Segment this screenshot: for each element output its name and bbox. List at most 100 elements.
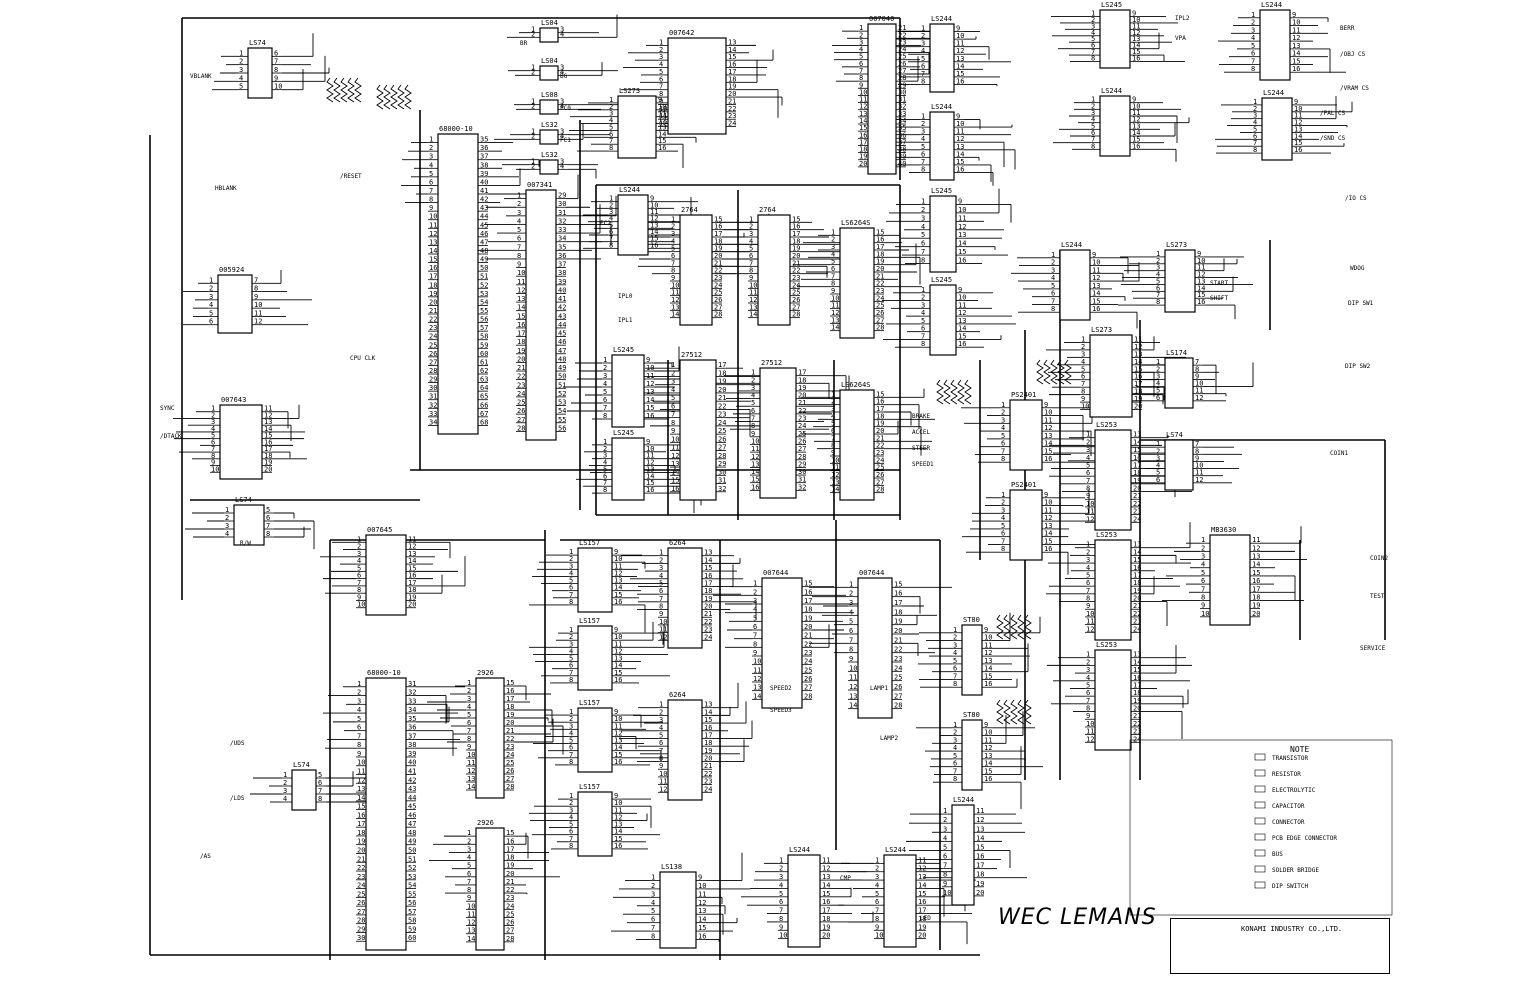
svg-text:19: 19 — [876, 258, 884, 266]
svg-text:4: 4 — [921, 309, 925, 317]
svg-text:27: 27 — [506, 775, 514, 783]
svg-text:5: 5 — [1156, 277, 1160, 285]
svg-text:27: 27 — [429, 358, 437, 366]
svg-text:10: 10 — [646, 364, 654, 372]
svg-text:7: 7 — [875, 907, 879, 915]
svg-text:7: 7 — [1091, 136, 1095, 144]
svg-text:9: 9 — [429, 204, 433, 212]
svg-text:9: 9 — [671, 274, 675, 282]
svg-text:1: 1 — [671, 361, 675, 369]
svg-text:5: 5 — [921, 231, 925, 239]
svg-text:1: 1 — [1156, 358, 1160, 366]
svg-text:11: 11 — [1197, 264, 1205, 272]
svg-text:23: 23 — [792, 274, 800, 282]
svg-text:21: 21 — [728, 97, 736, 105]
svg-text:8: 8 — [953, 680, 957, 688]
svg-text:6: 6 — [751, 407, 755, 415]
signal-label: BG — [560, 73, 568, 80]
svg-text:4: 4 — [357, 557, 361, 565]
svg-text:1: 1 — [429, 136, 433, 144]
svg-text:7: 7 — [429, 187, 433, 195]
svg-text:46: 46 — [480, 230, 488, 238]
svg-text:32: 32 — [558, 217, 566, 225]
svg-text:21: 21 — [506, 727, 514, 735]
svg-text:8: 8 — [671, 419, 675, 427]
svg-text:7: 7 — [357, 732, 361, 740]
ic-label: LS273 — [619, 87, 640, 95]
svg-text:5: 5 — [671, 245, 675, 253]
svg-text:5: 5 — [1081, 365, 1085, 373]
svg-text:27: 27 — [876, 316, 884, 324]
svg-text:14: 14 — [357, 794, 365, 802]
svg-text:25: 25 — [718, 427, 726, 435]
svg-text:4: 4 — [569, 813, 573, 821]
svg-text:1: 1 — [1081, 335, 1085, 343]
signal-label: SPEED2 — [770, 685, 792, 692]
svg-text:26: 26 — [898, 60, 906, 68]
svg-text:14: 14 — [429, 247, 437, 255]
svg-text:12: 12 — [1197, 271, 1205, 279]
svg-text:5: 5 — [609, 221, 613, 229]
svg-text:12: 12 — [958, 309, 966, 317]
svg-text:20: 20 — [792, 252, 800, 260]
svg-text:17: 17 — [822, 907, 830, 915]
svg-text:7: 7 — [751, 415, 755, 423]
svg-text:13: 13 — [831, 478, 839, 486]
svg-text:4: 4 — [429, 161, 433, 169]
svg-text:12: 12 — [822, 865, 830, 873]
svg-text:4: 4 — [1086, 564, 1090, 572]
svg-text:29: 29 — [898, 81, 906, 89]
svg-text:3: 3 — [560, 128, 564, 136]
svg-text:7: 7 — [671, 411, 675, 419]
svg-text:8: 8 — [609, 144, 613, 152]
svg-text:2: 2 — [1201, 544, 1205, 552]
svg-text:12: 12 — [849, 683, 857, 691]
svg-text:9: 9 — [517, 261, 521, 269]
svg-text:49: 49 — [558, 364, 566, 372]
svg-text:1: 1 — [831, 228, 835, 236]
svg-text:1: 1 — [953, 626, 957, 634]
svg-text:15: 15 — [1134, 365, 1142, 373]
svg-text:2: 2 — [943, 816, 947, 824]
svg-text:2: 2 — [531, 162, 535, 170]
svg-text:12: 12 — [751, 453, 759, 461]
svg-text:16: 16 — [614, 842, 622, 850]
svg-text:6: 6 — [1086, 579, 1090, 587]
svg-text:27: 27 — [898, 67, 906, 75]
svg-text:1: 1 — [531, 158, 535, 166]
svg-text:1: 1 — [1051, 251, 1055, 259]
svg-text:6: 6 — [753, 623, 757, 631]
svg-text:13: 13 — [1292, 42, 1300, 50]
svg-text:7: 7 — [569, 835, 573, 843]
svg-text:6: 6 — [274, 49, 278, 57]
svg-text:8: 8 — [659, 603, 663, 611]
svg-text:20: 20 — [506, 719, 514, 727]
svg-text:5: 5 — [266, 506, 270, 514]
svg-text:1: 1 — [921, 286, 925, 294]
svg-text:1: 1 — [1091, 96, 1095, 104]
svg-text:10: 10 — [749, 281, 757, 289]
svg-text:16: 16 — [984, 680, 992, 688]
svg-text:14: 14 — [614, 828, 622, 836]
svg-text:28: 28 — [876, 324, 884, 332]
ic-label: LS253 — [1096, 641, 1117, 649]
svg-text:6: 6 — [467, 870, 471, 878]
svg-text:10: 10 — [614, 715, 622, 723]
svg-text:9: 9 — [958, 197, 962, 205]
svg-text:65: 65 — [480, 393, 488, 401]
svg-text:11: 11 — [698, 890, 706, 898]
svg-text:18: 18 — [1133, 469, 1141, 477]
svg-text:14: 14 — [1044, 530, 1052, 538]
svg-text:12: 12 — [831, 471, 839, 479]
svg-text:3: 3 — [831, 243, 835, 251]
svg-text:14: 14 — [1133, 548, 1141, 556]
svg-text:16: 16 — [1133, 564, 1141, 572]
svg-text:45: 45 — [480, 221, 488, 229]
